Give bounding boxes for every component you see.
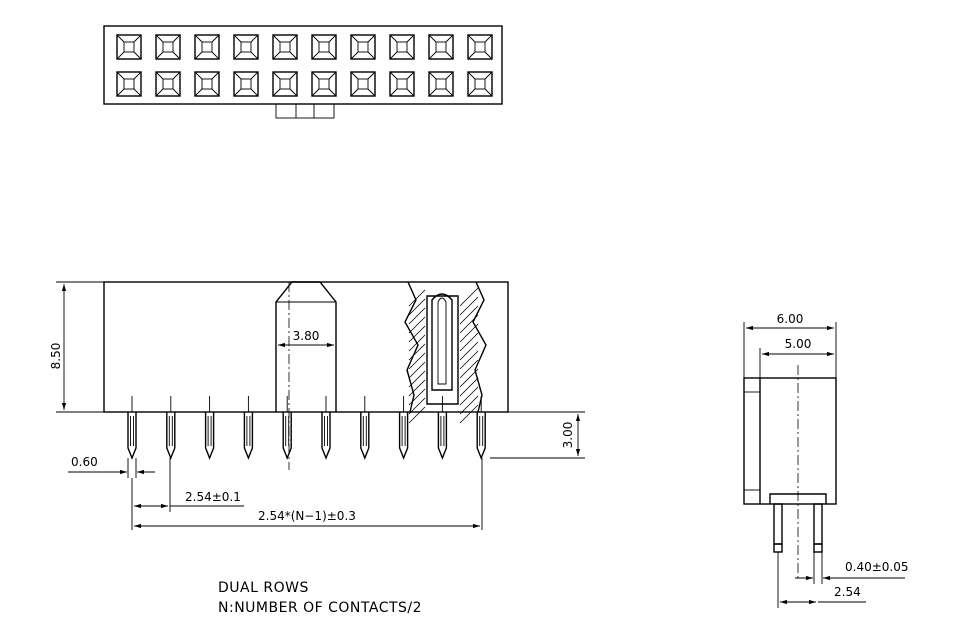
dim-key-width: 3.80 [293, 329, 320, 343]
dim-side-inner: 5.00 [785, 337, 812, 351]
dim-side-pitch: 2.54 [834, 585, 861, 599]
contact-cell [272, 34, 298, 60]
contact-cell [311, 34, 337, 60]
contact-cell [233, 71, 259, 97]
pin [204, 396, 215, 460]
top-view-contact-cells [116, 34, 493, 97]
contact-cell [389, 34, 415, 60]
front-view-pins [127, 282, 486, 470]
pin [166, 396, 176, 460]
dim-total-span: 2.54*(N−1)±0.3 [258, 509, 356, 523]
top-view-housing [103, 25, 503, 105]
contact-cell [155, 34, 181, 60]
dim-side-outer: 6.00 [777, 312, 804, 326]
contact-cell [467, 71, 493, 97]
key-window [275, 281, 337, 412]
contact-cell [389, 71, 415, 97]
polarization-key-tab [275, 103, 335, 119]
contact-cell [311, 71, 337, 97]
contact-cell [350, 71, 376, 97]
notes: DUAL ROWS N:NUMBER OF CONTACTS/2 [218, 580, 422, 616]
contact-cell [233, 34, 259, 60]
pin [243, 396, 254, 460]
contact-cell [116, 34, 142, 60]
contact-cell [467, 34, 493, 60]
dim-pitch: 2.54±0.1 [185, 490, 241, 504]
dim-pin-width: 0.60 [71, 455, 98, 469]
top-view [103, 25, 503, 119]
pin [282, 396, 292, 460]
pin [360, 396, 370, 460]
pin [127, 396, 137, 460]
side-view: 6.00 5.00 0.40±0.05 2.54 [743, 312, 909, 608]
contact-cell [350, 34, 376, 60]
dim-height: 8.50 [49, 343, 63, 370]
pin [437, 396, 448, 460]
pin [321, 396, 331, 460]
side-view-housing [743, 377, 837, 505]
contact-cell [194, 34, 220, 60]
front-view-housing [103, 281, 509, 413]
dim-side-pin-thickness: 0.40±0.05 [845, 560, 909, 574]
note-number-of-contacts: N:NUMBER OF CONTACTS/2 [218, 600, 422, 616]
pin [398, 396, 409, 460]
contact-cell [428, 34, 454, 60]
note-dual-rows: DUAL ROWS [218, 580, 309, 596]
dim-tail-length: 3.00 [561, 422, 575, 449]
pin [476, 396, 486, 460]
contact-cell [428, 71, 454, 97]
contact-cell [272, 71, 298, 97]
front-view: 8.50 3.80 3.00 0.60 2.54±0.1 2.54*(N−1)±… [49, 281, 585, 530]
section-cut [404, 281, 487, 424]
contact-cell [194, 71, 220, 97]
contact-cell [116, 71, 142, 97]
contact-cell [155, 71, 181, 97]
